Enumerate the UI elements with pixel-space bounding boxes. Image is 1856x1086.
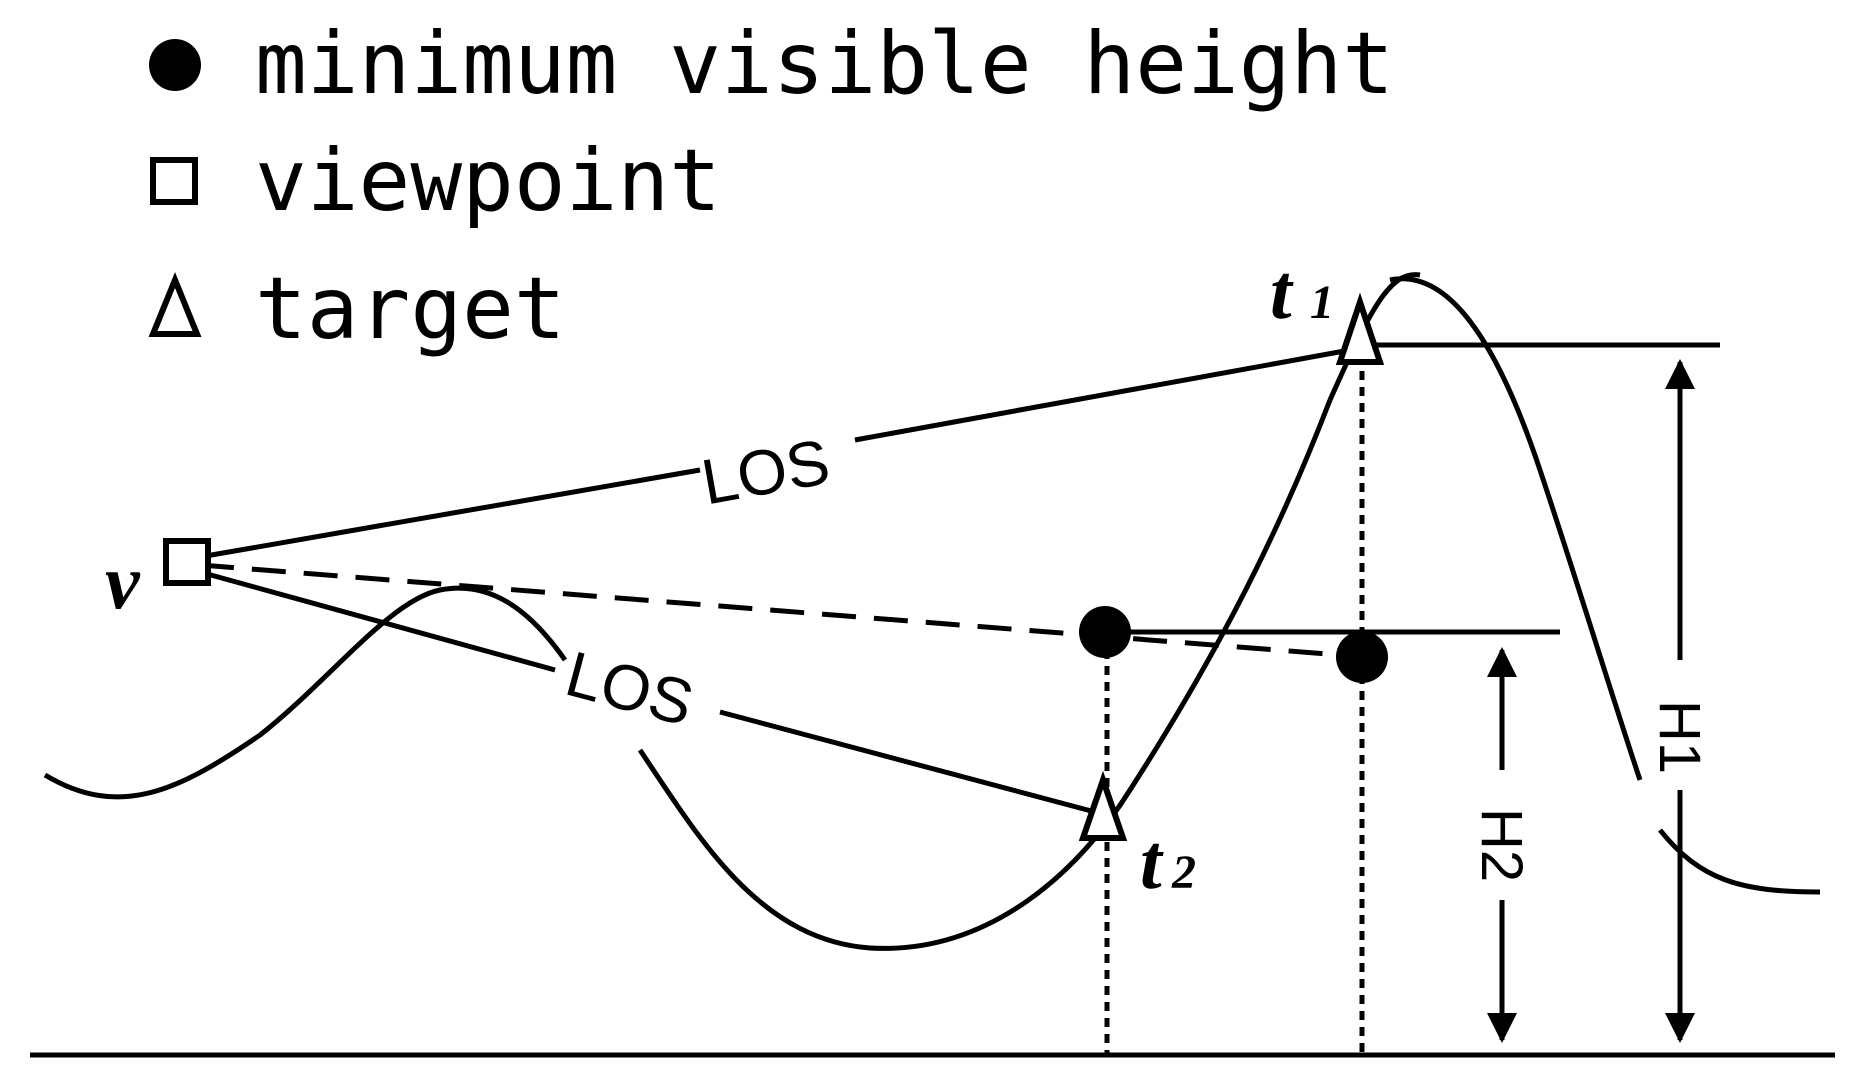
min-visible-height-point-t1 xyxy=(1336,631,1388,683)
h1-label: H1 xyxy=(1647,700,1712,774)
target-t1-subscript: 1 xyxy=(1310,276,1334,329)
los-upper-line-segment-2 xyxy=(854,347,1351,443)
terrain-left-hill xyxy=(43,585,568,800)
los-lower-line-segment-2 xyxy=(719,709,1096,815)
target-t1-marker xyxy=(1335,292,1385,365)
viewpoint-label: v xyxy=(105,538,141,625)
los-lower-line-segment-1 xyxy=(199,569,556,673)
los-dashed-line xyxy=(199,562,1341,658)
h2-label: H2 xyxy=(1469,808,1534,882)
target-legend-marker xyxy=(148,272,202,337)
terrain-valley-and-peak xyxy=(637,272,1421,951)
viewpoint-legend-label: viewpoint xyxy=(255,131,721,231)
min-visible-height-point-t2 xyxy=(1079,606,1131,658)
target-t2-marker xyxy=(1078,770,1128,841)
target-t2-subscript: 2 xyxy=(1171,846,1196,899)
min-visible-height-legend-marker xyxy=(149,39,201,91)
target-legend-label: target xyxy=(255,259,566,359)
los-upper-label: LOS xyxy=(696,425,835,518)
viewpoint-marker xyxy=(163,538,211,586)
min-visible-height-legend-label: minimum visible height xyxy=(255,14,1394,114)
los-upper-line-segment-1 xyxy=(199,467,701,560)
target-t1-label: t xyxy=(1270,248,1294,335)
terrain-right-tail xyxy=(1658,828,1821,895)
viewpoint-legend-marker xyxy=(150,157,198,205)
legend: minimum visible height viewpoint target xyxy=(148,14,1394,359)
terrain-peak-right-side xyxy=(1389,276,1643,781)
los-lower-label: LOS xyxy=(559,637,701,740)
target-t2-label: t xyxy=(1140,818,1164,905)
